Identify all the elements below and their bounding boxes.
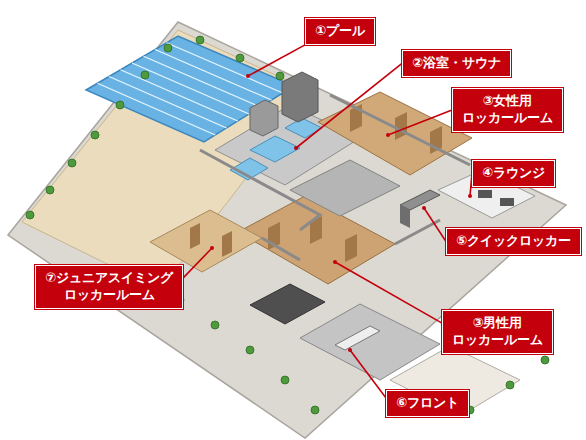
tree bbox=[541, 356, 549, 364]
leader-line bbox=[248, 45, 305, 76]
callout-box: ②浴室・サウナ bbox=[402, 50, 511, 77]
tree bbox=[311, 406, 319, 414]
women-locker-floor bbox=[318, 92, 472, 175]
leader-line bbox=[335, 262, 442, 323]
men-locker-floor bbox=[238, 196, 395, 284]
locker bbox=[190, 223, 200, 249]
leader-dot bbox=[333, 260, 337, 264]
callout-box: ①プール bbox=[305, 18, 375, 45]
lane-line bbox=[167, 43, 283, 93]
tree bbox=[141, 71, 149, 79]
bath-tub bbox=[285, 118, 322, 138]
tree bbox=[236, 54, 244, 62]
sauna-block bbox=[282, 72, 318, 122]
callout-box: ⑤クイックロッカー bbox=[446, 228, 581, 255]
leader-line bbox=[424, 208, 446, 241]
callout-box: ⑦ジュニアスイミング ロッカールーム bbox=[35, 265, 183, 309]
callout-box: ⑥フロント bbox=[386, 390, 469, 417]
callout-box: ③女性用 ロッカールーム bbox=[452, 88, 563, 132]
locker bbox=[345, 234, 357, 262]
interior-wall bbox=[262, 238, 300, 260]
junior-locker-floor bbox=[150, 210, 262, 272]
tree bbox=[196, 36, 204, 44]
leader-dot bbox=[348, 348, 352, 352]
locker bbox=[222, 231, 232, 257]
callout-text: ④ラウンジ bbox=[482, 165, 545, 182]
tree bbox=[68, 159, 76, 167]
leader-dot bbox=[246, 74, 250, 78]
leader-line bbox=[183, 248, 212, 278]
callout-text: ⑤クイックロッカー bbox=[456, 233, 571, 250]
callout-text: ⑥フロント bbox=[396, 395, 459, 412]
pool bbox=[86, 36, 294, 142]
callout-text: ②浴室・サウナ bbox=[412, 55, 501, 72]
leader-line bbox=[296, 63, 402, 148]
callout-text: ⑦ジュニアスイミング ロッカールーム bbox=[45, 270, 173, 304]
quick-locker bbox=[400, 205, 410, 228]
quick-locker bbox=[400, 190, 440, 210]
tree bbox=[164, 44, 172, 52]
leader-line bbox=[350, 350, 386, 398]
leader-dot bbox=[386, 133, 390, 137]
interior-wall bbox=[395, 220, 440, 244]
pool-lanes bbox=[98, 43, 283, 135]
lane-line bbox=[144, 56, 261, 107]
tree bbox=[281, 376, 289, 384]
tree bbox=[246, 346, 254, 354]
callout-text: ③男性用 ロッカールーム bbox=[452, 315, 543, 349]
bath-tub bbox=[250, 136, 300, 162]
tree bbox=[116, 101, 124, 109]
leader-dot bbox=[422, 206, 426, 210]
tree bbox=[46, 186, 54, 194]
leader-line bbox=[388, 110, 452, 135]
lane-line bbox=[155, 50, 272, 101]
callout-box: ③男性用 ロッカールーム bbox=[442, 310, 553, 354]
entrance-walk bbox=[390, 346, 520, 416]
callout-text: ①プール bbox=[315, 23, 365, 40]
interior-wall bbox=[330, 95, 470, 165]
tree bbox=[26, 211, 34, 219]
leader-lines bbox=[183, 45, 472, 398]
tree bbox=[211, 321, 219, 329]
lounge-sofa bbox=[478, 190, 492, 198]
leader-dot bbox=[210, 246, 214, 250]
locker bbox=[395, 112, 407, 140]
callout-box: ④ラウンジ bbox=[472, 160, 555, 187]
stair-block bbox=[250, 284, 325, 324]
front-counter bbox=[335, 326, 380, 350]
tree bbox=[506, 381, 514, 389]
wall-block bbox=[250, 100, 278, 136]
lounge-sofa bbox=[500, 198, 514, 206]
tree bbox=[276, 72, 284, 80]
interior-wall bbox=[200, 150, 320, 230]
leader-dot bbox=[468, 194, 472, 198]
tree bbox=[91, 131, 99, 139]
callout-text: ③女性用 ロッカールーム bbox=[462, 93, 553, 127]
leader-dot bbox=[294, 146, 298, 150]
